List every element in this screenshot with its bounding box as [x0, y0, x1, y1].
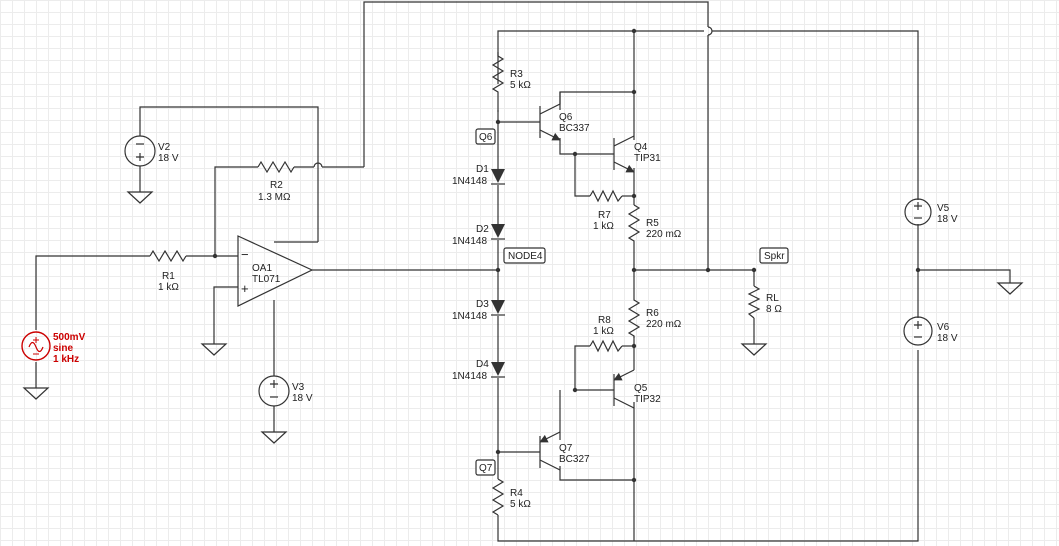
wires [35, 1, 1011, 542]
opamp-minus: − [241, 247, 249, 262]
net-q7-label: Q7 [479, 463, 493, 474]
net-tag-node4[interactable]: NODE4 [503, 247, 546, 264]
d4-model: 1N4148 [452, 371, 487, 382]
opamp-oa1[interactable]: − + OA1 TL071 [237, 235, 314, 307]
ground-icon [22, 191, 1024, 444]
r8-name: R8 [598, 315, 611, 326]
d3-model: 1N4148 [452, 311, 487, 322]
q7-model: BC327 [559, 454, 590, 465]
r4-value: 5 kΩ [510, 499, 531, 510]
r3-value: 5 kΩ [510, 80, 531, 91]
r1-value: 1 kΩ [158, 282, 179, 293]
sine-amplitude: 500mV [53, 332, 86, 343]
d2-name: D2 [476, 224, 489, 235]
transistor-q7[interactable]: Q7 BC327 [539, 431, 590, 471]
resistor-r2[interactable]: R2 1.3 MΩ [257, 160, 295, 203]
source-sine[interactable]: 500mV sine 1 kHz [21, 331, 86, 365]
q6-model: BC337 [559, 123, 590, 134]
resistor-rl[interactable]: RL 8 Ω [747, 285, 782, 319]
v3-name: V3 [292, 382, 305, 393]
q7-name: Q7 [559, 443, 573, 454]
source-v5[interactable]: V5 18 V [904, 198, 958, 226]
source-v2[interactable]: V2 18 V [124, 135, 179, 167]
source-v6[interactable]: V6 18 V [903, 316, 958, 346]
r7-name: R7 [598, 210, 611, 221]
net-q6-label: Q6 [479, 132, 493, 143]
resistor-r4[interactable]: R4 5 kΩ [491, 478, 531, 516]
r1-name: R1 [162, 271, 175, 282]
transistor-q5[interactable]: Q5 TIP32 [613, 369, 661, 409]
diode-d4[interactable]: D4 1N4148 [452, 359, 505, 382]
q4-model: TIP31 [634, 153, 661, 164]
transistor-q4[interactable]: Q4 TIP31 [613, 135, 661, 173]
junctions [212, 28, 921, 483]
net-node4-label: NODE4 [508, 251, 543, 262]
net-tag-spkr[interactable]: Spkr [759, 247, 789, 264]
d4-name: D4 [476, 359, 489, 370]
v2-value: 18 V [158, 153, 179, 164]
r4-name: R4 [510, 488, 523, 499]
r6-value: 220 mΩ [646, 319, 682, 330]
resistor-r1[interactable]: R1 1 kΩ [149, 249, 187, 293]
v6-value: 18 V [937, 333, 958, 344]
resistor-r8[interactable]: R8 1 kΩ [589, 315, 623, 353]
d3-name: D3 [476, 299, 489, 310]
q5-name: Q5 [634, 383, 648, 394]
v6-name: V6 [937, 322, 950, 333]
diode-d3[interactable]: D3 1N4148 [452, 299, 505, 322]
diode-d2[interactable]: D2 1N4148 [452, 224, 505, 247]
resistor-r3[interactable]: R3 5 kΩ [491, 52, 531, 112]
diode-d1[interactable]: D1 1N4148 [452, 164, 505, 187]
r2-value: 1.3 MΩ [258, 192, 291, 203]
q6-name: Q6 [559, 112, 573, 123]
r2-name: R2 [270, 180, 283, 191]
r7-value: 1 kΩ [593, 221, 614, 232]
r5-value: 220 mΩ [646, 229, 682, 240]
r6-name: R6 [646, 308, 659, 319]
oa1-model: TL071 [252, 274, 281, 285]
resistor-r5[interactable]: R5 220 mΩ [627, 204, 682, 245]
resistor-r7[interactable]: R7 1 kΩ [589, 189, 623, 232]
source-v3[interactable]: V3 18 V [258, 375, 313, 407]
opamp-plus: + [241, 281, 249, 296]
d2-model: 1N4148 [452, 236, 487, 247]
oa1-name: OA1 [252, 263, 272, 274]
rl-name: RL [766, 293, 779, 304]
v5-value: 18 V [937, 214, 958, 225]
net-spkr-label: Spkr [764, 251, 785, 262]
v2-name: V2 [158, 142, 171, 153]
net-tag-q7[interactable]: Q7 [475, 459, 496, 476]
d1-name: D1 [476, 164, 489, 175]
transistor-q6[interactable]: Q6 BC337 [539, 92, 590, 141]
v5-name: V5 [937, 203, 950, 214]
sine-frequency: 1 kHz [53, 354, 79, 365]
resistor-r6[interactable]: R6 220 mΩ [627, 298, 682, 338]
q4-name: Q4 [634, 142, 648, 153]
net-tag-q6[interactable]: Q6 [475, 128, 496, 145]
d1-model: 1N4148 [452, 176, 487, 187]
q5-model: TIP32 [634, 394, 661, 405]
r8-value: 1 kΩ [593, 326, 614, 337]
r5-name: R5 [646, 218, 659, 229]
r3-name: R3 [510, 69, 523, 80]
sine-shape: sine [53, 343, 73, 354]
v3-value: 18 V [292, 393, 313, 404]
rl-value: 8 Ω [766, 304, 782, 315]
